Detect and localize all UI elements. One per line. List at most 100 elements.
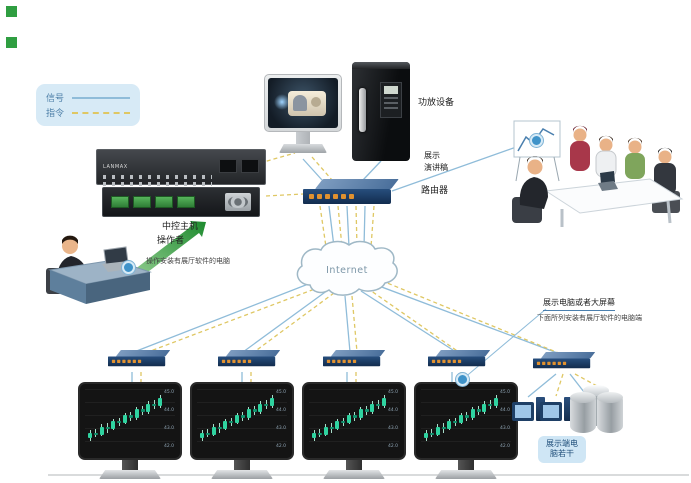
desk-front [50,270,86,304]
command-line [249,292,335,356]
central-host-label: 中控主机 [162,222,199,232]
rack-brand-label: LANMAX [103,164,128,170]
signal-line [133,280,317,353]
monitor-stand [122,460,138,470]
command-line [366,287,464,356]
label-leader-line [462,308,547,380]
signal-line [370,282,561,355]
connector-node [456,373,469,386]
meeting-scene [512,120,684,227]
signal-line [344,295,351,353]
amplifier-device [352,62,410,161]
connector-node [122,261,135,274]
command-line [139,286,321,356]
monitor-stand [346,460,362,470]
legend-command-row: 指令 [46,106,130,119]
workstation-tower [564,397,573,421]
rack-unit-bottom [102,187,260,217]
blue-glow [274,94,290,110]
rack-fan [225,193,251,211]
operator-scene [46,235,152,304]
monitor-base [323,470,385,479]
internet-label: Internet [326,265,368,276]
router-port [349,194,354,199]
person-woman-green [625,137,645,179]
legend-command-label: 指令 [46,109,65,119]
command-line [319,205,327,248]
signal-line [360,290,457,353]
amplifier-keys [384,97,398,111]
router-port [309,194,314,199]
monitor-base [435,470,497,479]
signal-line [302,158,323,181]
workstation-monitor [512,402,534,421]
amplifier-display [384,86,398,94]
rack-unit-top: LANMAX [96,149,266,186]
signal-line [363,205,366,248]
command-line [351,295,358,353]
imac-base [279,144,327,153]
main-router [303,179,399,204]
signal-line [527,373,557,398]
imac-display [268,78,338,128]
terminal-count-label: 展示端电 脑若干 [538,436,586,463]
operator-desc-label: 操作安装有展厅软件的电脑 [146,257,230,265]
router-port [333,194,338,199]
display-screen-label: 展示电脑或者大屏幕 [543,297,615,311]
database-cylinder [597,392,623,433]
router-front-face [303,189,391,204]
laptop-on-table [598,171,618,191]
workstation-2 [540,397,573,421]
rack-displays [219,159,259,173]
imac-screen [264,74,342,132]
rack-green-ports [111,196,195,208]
branch-switch-5 [533,352,596,369]
legend-signal-label: 信号 [46,94,65,104]
person-man-white-shirt [595,135,617,178]
operator-label: 操作者 [157,236,185,246]
display-label: 展示 [424,151,440,160]
branch-switch-3 [323,350,386,367]
signal-line [328,205,335,248]
database-cylinder [570,392,596,433]
central-control-host: LANMAX [96,149,266,217]
meeting-table [544,178,684,214]
router-label: 路由器 [421,186,449,196]
display-screen-desc: 下面所列安装有展厅软件的电脑端 [537,314,642,322]
monitor-stand [234,460,250,470]
legend: 信号 指令 [36,84,140,126]
command-line [265,193,304,197]
amplifier-handle [359,88,366,132]
green-handle-square [6,6,17,17]
connector-node [530,134,543,147]
signal-line [242,289,329,353]
command-line [555,373,564,397]
command-line [355,205,358,248]
monitor-base [211,470,273,479]
amplifier-label: 功放设备 [418,98,455,108]
signal-line [346,205,350,248]
command-line [311,156,333,181]
person-man-dark [652,147,680,213]
imac-stand [296,132,310,144]
router-port [325,194,330,199]
monitor-stand [458,460,474,470]
person-woman-red [570,125,590,171]
command-line-sample [72,111,130,114]
command-line [374,277,567,357]
router-port [317,194,322,199]
branch-switch-1 [108,350,171,367]
branch-switch-2 [218,350,281,367]
signal-line [391,139,537,192]
person-foreground-suit [512,156,548,223]
monitor-base [99,470,161,479]
